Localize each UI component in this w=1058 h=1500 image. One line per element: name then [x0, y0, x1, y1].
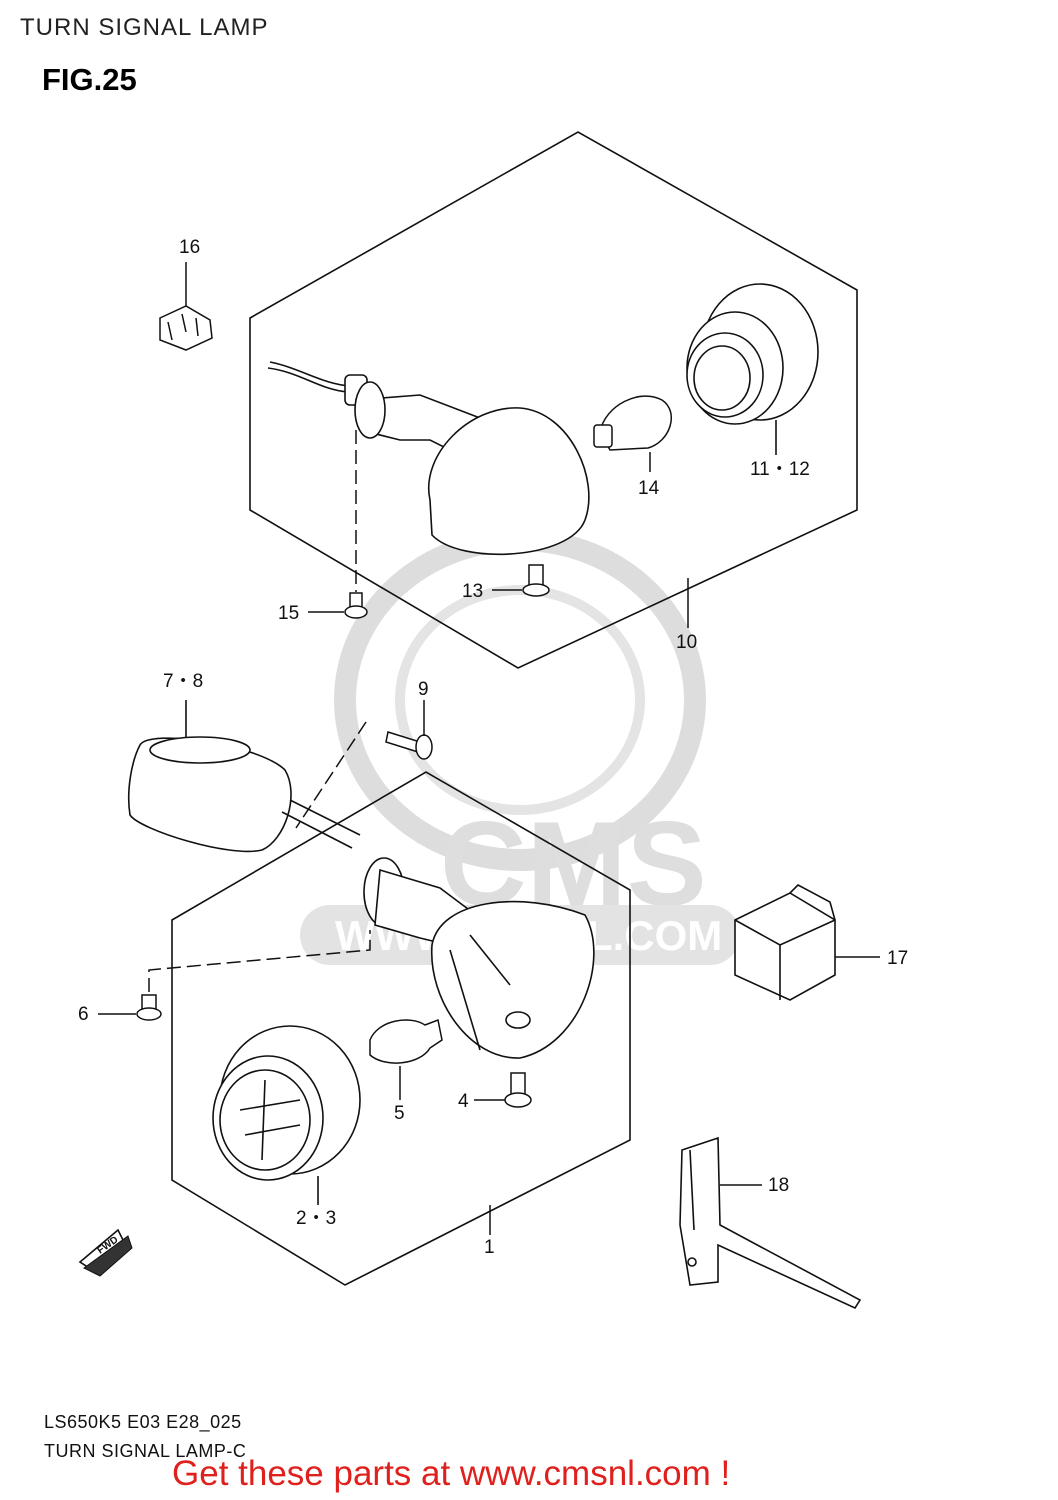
- callout-14: 14: [638, 478, 660, 499]
- fwd-arrow-icon: FWD: [78, 1228, 133, 1277]
- part-5-bulb: [369, 1018, 443, 1100]
- cta-link[interactable]: Get these parts at www.cmsnl.com !: [172, 1454, 731, 1493]
- callout-6: 6: [78, 1004, 89, 1025]
- callout-13: 13: [462, 581, 483, 602]
- part-17-relay: [734, 884, 880, 1001]
- callout-4: 4: [458, 1091, 469, 1112]
- page-title: TURN SIGNAL LAMP: [20, 14, 269, 41]
- part-15-screw: [308, 430, 368, 619]
- assembly-10-box: [249, 131, 858, 669]
- part-9-bolt: [295, 700, 433, 829]
- callout-17: 17: [887, 948, 908, 969]
- callout-2-3: 2・3: [296, 1208, 336, 1229]
- part-13-screw: [492, 564, 550, 597]
- diagram-name: TURN SIGNAL LAMP-C: [44, 1441, 247, 1461]
- part-6-screw: [98, 930, 371, 1021]
- callout-5: 5: [394, 1103, 405, 1124]
- part-2-3-lens: [212, 1025, 361, 1205]
- part-4-screw: [474, 1072, 532, 1108]
- callout-15: 15: [278, 603, 299, 624]
- assembly-1-box: [171, 771, 631, 1286]
- part-18-bracket: [679, 1136, 862, 1310]
- diagram-code: LS650K5 E03 E28_025: [44, 1412, 242, 1432]
- callout-11-12: 11・12: [750, 459, 810, 480]
- callout-9: 9: [418, 679, 429, 700]
- callout-16: 16: [179, 237, 200, 258]
- upper-turn-signal-body: [267, 361, 590, 556]
- figure-number: FIG.25: [42, 62, 137, 97]
- part-11-12-lens: [686, 283, 819, 455]
- callout-1: 1: [484, 1237, 495, 1258]
- part-16-clamp: [159, 262, 213, 351]
- lower-turn-signal-body: [363, 857, 595, 1059]
- callout-7-8: 7・8: [163, 671, 203, 692]
- part-14-bulb: [593, 395, 673, 472]
- callout-18: 18: [768, 1175, 789, 1196]
- callout-10: 10: [676, 632, 697, 653]
- part-7-8-cover: [127, 700, 361, 853]
